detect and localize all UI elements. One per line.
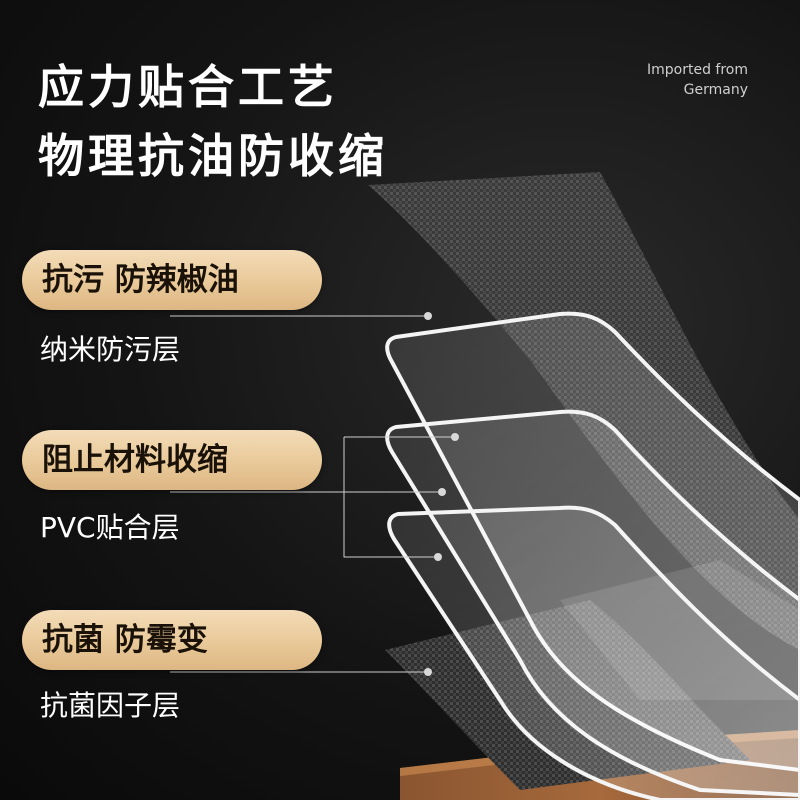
layer-label-antibacterial: 抗菌因子层 — [40, 689, 181, 722]
feature-badge-label: 抗污 防辣椒油 — [42, 262, 239, 298]
callout-dots — [424, 312, 459, 676]
headline-line-2: 物理抗油防收缩 — [38, 129, 388, 183]
feature-badge-label: 抗菌 防霉变 — [42, 622, 208, 658]
headline-line-1: 应力贴合工艺 — [38, 60, 338, 114]
feature-badge-antibacterial: 抗菌 防霉变 — [22, 610, 322, 670]
feature-badge-label: 阻止材料收缩 — [42, 442, 228, 478]
feature-badge-shrink: 阻止材料收缩 — [22, 430, 322, 490]
callout-lines — [170, 315, 455, 673]
glass-layer-bottom — [387, 505, 800, 800]
origin-note: Imported from Germany — [588, 60, 748, 100]
origin-line-2: Germany — [683, 82, 748, 98]
feature-badge-stain: 抗污 防辣椒油 — [22, 250, 322, 310]
layer-label-pvc: PVC贴合层 — [40, 511, 180, 544]
origin-line-1: Imported from — [647, 62, 748, 78]
layer-label-nano: 纳米防污层 — [40, 333, 181, 366]
